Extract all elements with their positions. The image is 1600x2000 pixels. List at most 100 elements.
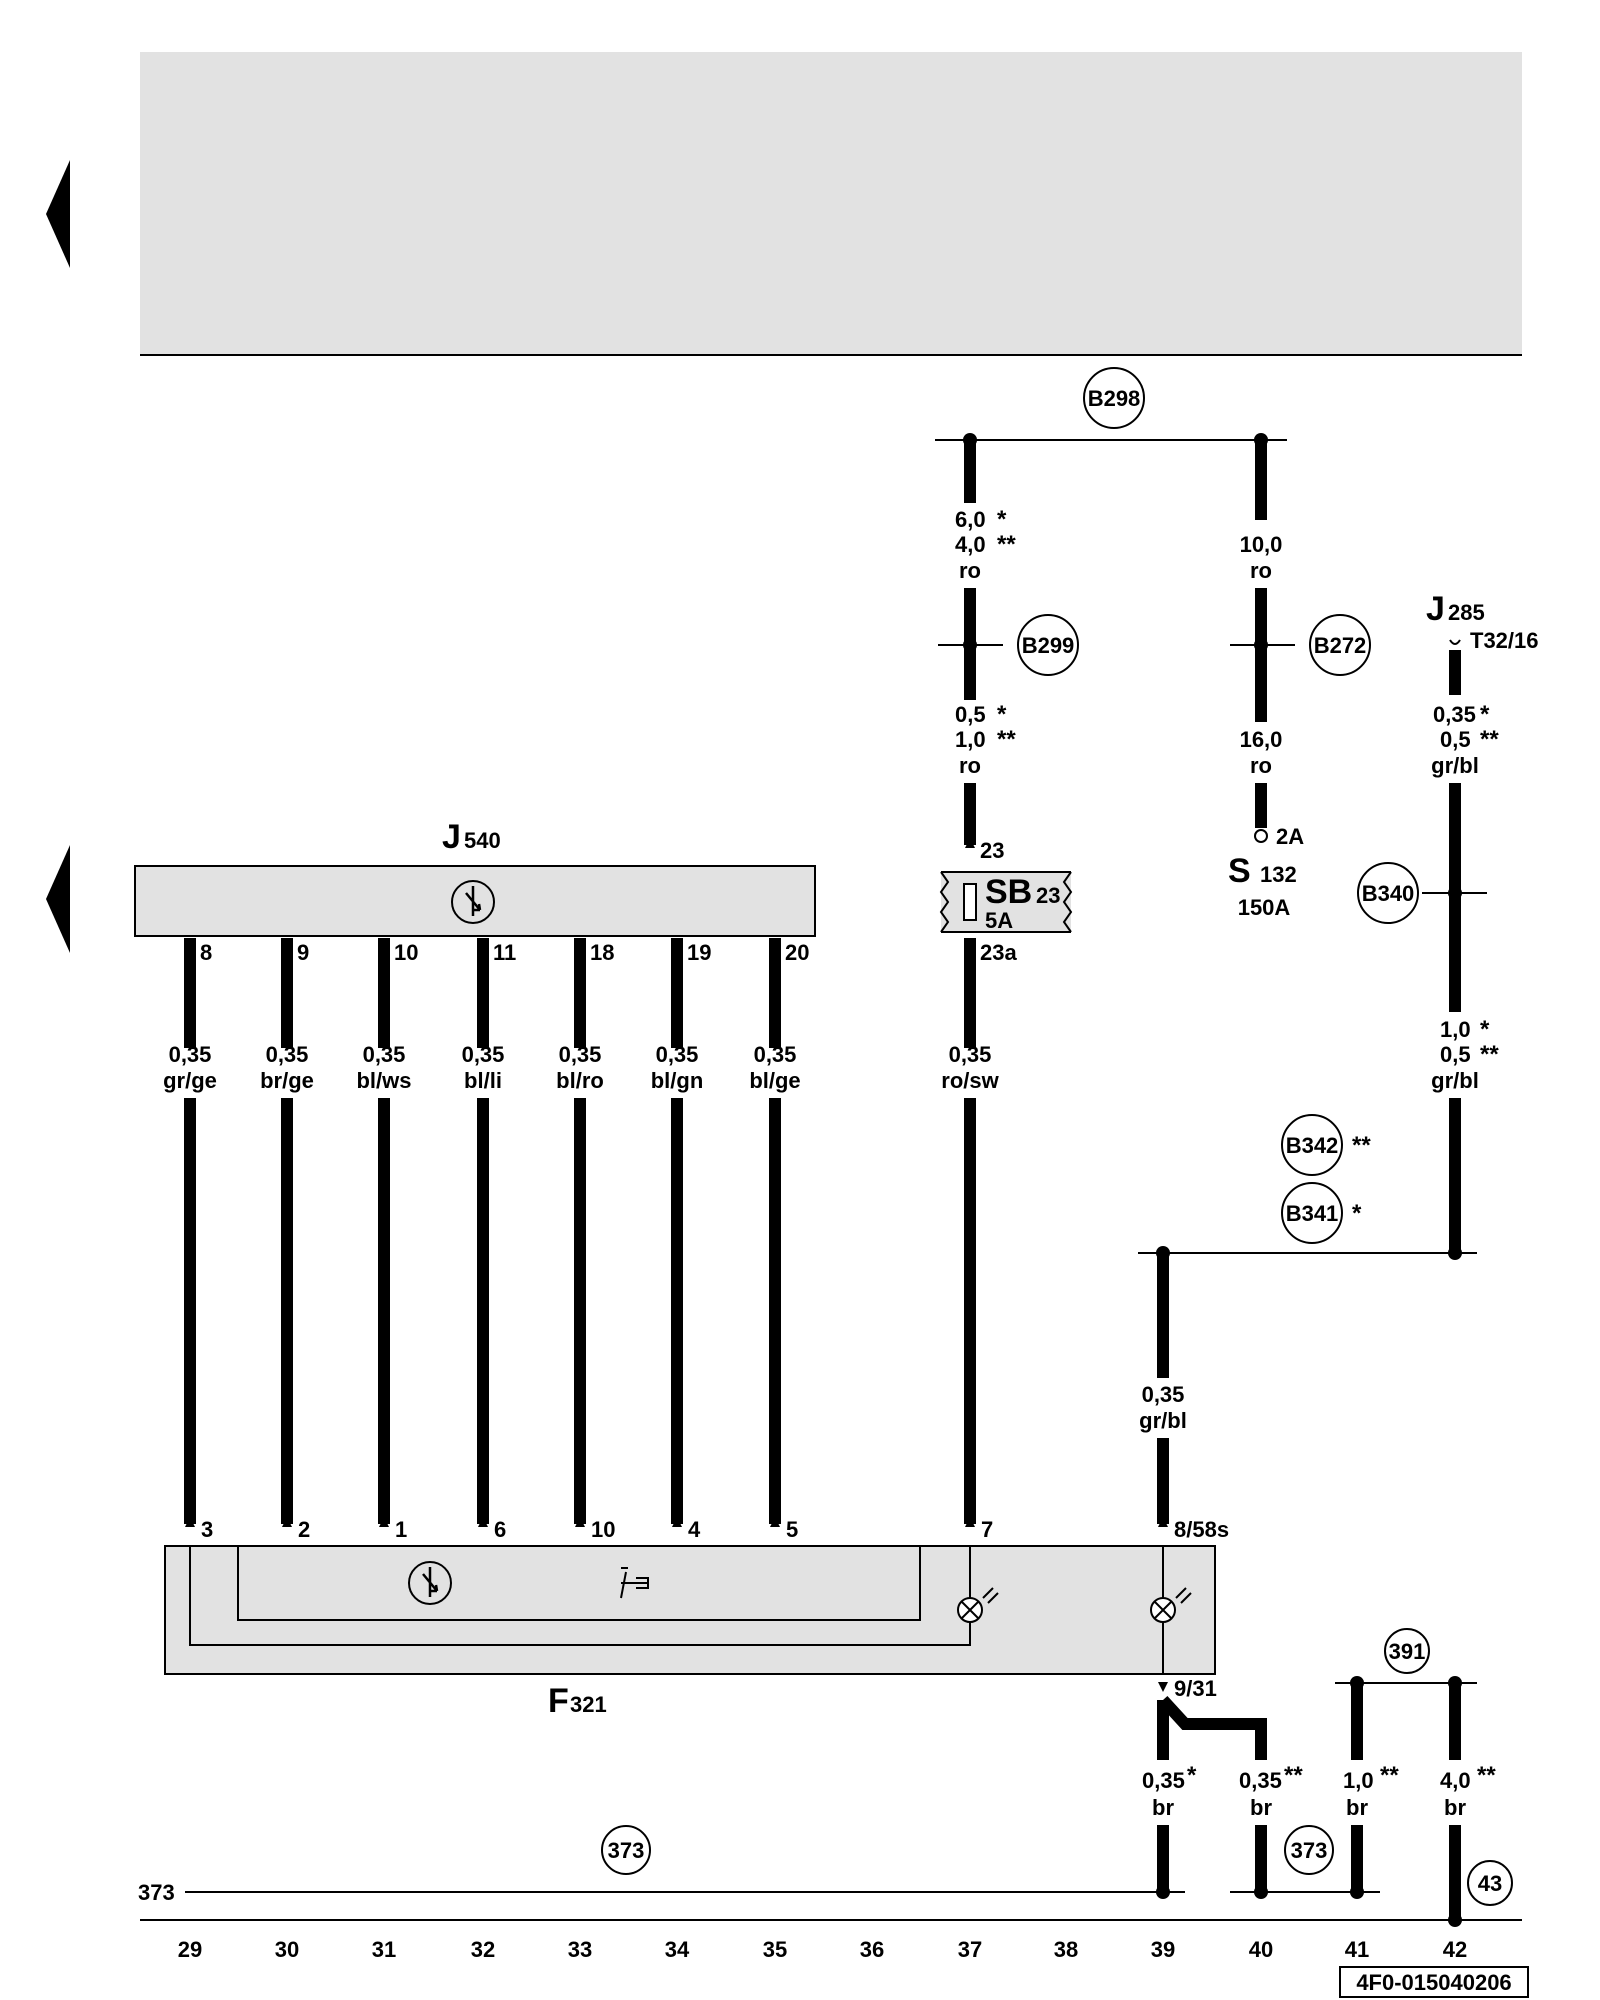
wire-size: 0,5: [1440, 727, 1471, 752]
marker: **: [997, 531, 1016, 558]
wire-size: 0,35: [363, 1042, 406, 1067]
wire-size: 0,35: [1433, 702, 1476, 727]
pin-label: 18: [590, 940, 614, 965]
wire-size: 10,0: [1240, 532, 1283, 557]
wire-size: 1,0: [955, 727, 986, 752]
connector-b272-label: B272: [1314, 633, 1367, 658]
wire-color: bl/ro: [556, 1068, 604, 1093]
connector-b342-label: B342: [1286, 1133, 1339, 1158]
wire-color: gr/bl: [1139, 1408, 1187, 1433]
doc-id-box: [1339, 1966, 1529, 1998]
pin-label: 4: [688, 1517, 701, 1542]
nav-arrow-down-icon[interactable]: [46, 845, 70, 953]
component-s132-sub: 132: [1260, 862, 1297, 887]
marker: **: [997, 726, 1016, 753]
wire-color: bl/ge: [749, 1068, 800, 1093]
connector-b298: [1083, 367, 1145, 429]
terminal-label: 2A: [1276, 824, 1304, 849]
ground-line-label: 373: [138, 1880, 175, 1905]
connector-43-label: 43: [1478, 1871, 1502, 1896]
connector-b340: [1357, 862, 1419, 924]
wire-size: 1,0: [1343, 1768, 1374, 1793]
pin-label: 5: [786, 1517, 798, 1542]
wire-color: ro: [959, 558, 981, 583]
terminal-2a: [1254, 829, 1268, 843]
wire-size: 0,35: [462, 1042, 505, 1067]
wire-size: 16,0: [1240, 727, 1283, 752]
switch-symbol-icon: [408, 1561, 452, 1605]
component-j540-sub: 540: [464, 828, 501, 853]
connector-b272: [1309, 614, 1371, 676]
connector-b341-label: B341: [1286, 1201, 1339, 1226]
component-s132: S: [1228, 852, 1251, 890]
wire-size: 0,35: [266, 1042, 309, 1067]
wire-color: gr/bl: [1431, 1068, 1479, 1093]
column-number: 42: [1443, 1937, 1467, 1962]
connector-391: [1384, 1628, 1430, 1674]
pin-label: 8: [200, 940, 212, 965]
column-number: 36: [860, 1937, 884, 1962]
connector-373b: [1284, 1825, 1334, 1875]
wire-size: 4,0: [1440, 1768, 1471, 1793]
doc-id: 4F0-015040206: [1356, 1970, 1511, 1995]
pin-label: 23a: [980, 940, 1017, 965]
wire-color: br: [1250, 1795, 1272, 1820]
column-number: 33: [568, 1937, 592, 1962]
component-j285: J: [1426, 590, 1445, 628]
connector-b341: [1281, 1182, 1343, 1244]
column-number: 32: [471, 1937, 495, 1962]
dimmer-icon: [620, 1567, 649, 1599]
wire-size: 0,5: [1440, 1042, 1471, 1067]
marker: **: [1480, 726, 1499, 753]
column-number: 37: [958, 1937, 982, 1962]
component-sb23-sub: 23: [1036, 883, 1060, 908]
pin-label: 1: [395, 1517, 407, 1542]
pin-label: 6: [494, 1517, 506, 1542]
nav-arrow-up-icon[interactable]: [46, 160, 70, 268]
wire-size: 0,35: [754, 1042, 797, 1067]
pin-label: 2: [298, 1517, 310, 1542]
wire-color: br: [1444, 1795, 1466, 1820]
pin-label: 19: [687, 940, 711, 965]
sb23-fuse-box: [941, 872, 1071, 932]
connector-b342: [1281, 1114, 1343, 1176]
connector-373: [601, 1825, 651, 1875]
switch-symbol-icon: [451, 880, 495, 924]
wire-size: 6,0: [955, 507, 986, 532]
wire-color: ro: [1250, 753, 1272, 778]
wire-color: gr/bl: [1431, 753, 1479, 778]
connector-373-label: 373: [608, 1838, 645, 1863]
header-panel: [140, 52, 1522, 354]
pin-label: 9: [297, 940, 309, 965]
wire-color: br: [1152, 1795, 1174, 1820]
column-numbers: 29 30 31 32 33 34 35 36 37 38 39 40 41 4…: [178, 1937, 1467, 1962]
j540-wire-group: 8 0,35 gr/ge 3 9 0,35 br/ge 2 10 0,35 bl…: [163, 938, 809, 1542]
wire-size: 0,35: [949, 1042, 992, 1067]
column-number: 38: [1054, 1937, 1078, 1962]
component-f321-sub: 321: [570, 1692, 607, 1717]
column-number: 30: [275, 1937, 299, 1962]
connector-43: [1467, 1860, 1513, 1906]
pin-label: 20: [785, 940, 809, 965]
pin-label: 9/31: [1174, 1676, 1217, 1701]
column-number: 29: [178, 1937, 202, 1962]
wire-color: bl/gn: [651, 1068, 704, 1093]
component-s132-rating: 150A: [1238, 895, 1291, 920]
wire-size: 4,0: [955, 532, 986, 557]
pin-label: 8/58s: [1174, 1517, 1229, 1542]
marker: *: [997, 701, 1007, 728]
wire-color: ro/sw: [941, 1068, 999, 1093]
wire-color: br: [1346, 1795, 1368, 1820]
column-number: 41: [1345, 1937, 1369, 1962]
marker: *: [1187, 1762, 1197, 1789]
column-number: 31: [372, 1937, 396, 1962]
marker: *: [1480, 701, 1490, 728]
column-number: 40: [1249, 1937, 1273, 1962]
component-sb23: SB: [985, 873, 1032, 911]
wire-color: bl/li: [464, 1068, 502, 1093]
connector-pin-label: T32/16: [1470, 628, 1539, 653]
component-sb23-rating: 5A: [985, 908, 1013, 933]
connector-391-label: 391: [1389, 1639, 1426, 1664]
component-f321: F: [548, 1682, 569, 1720]
